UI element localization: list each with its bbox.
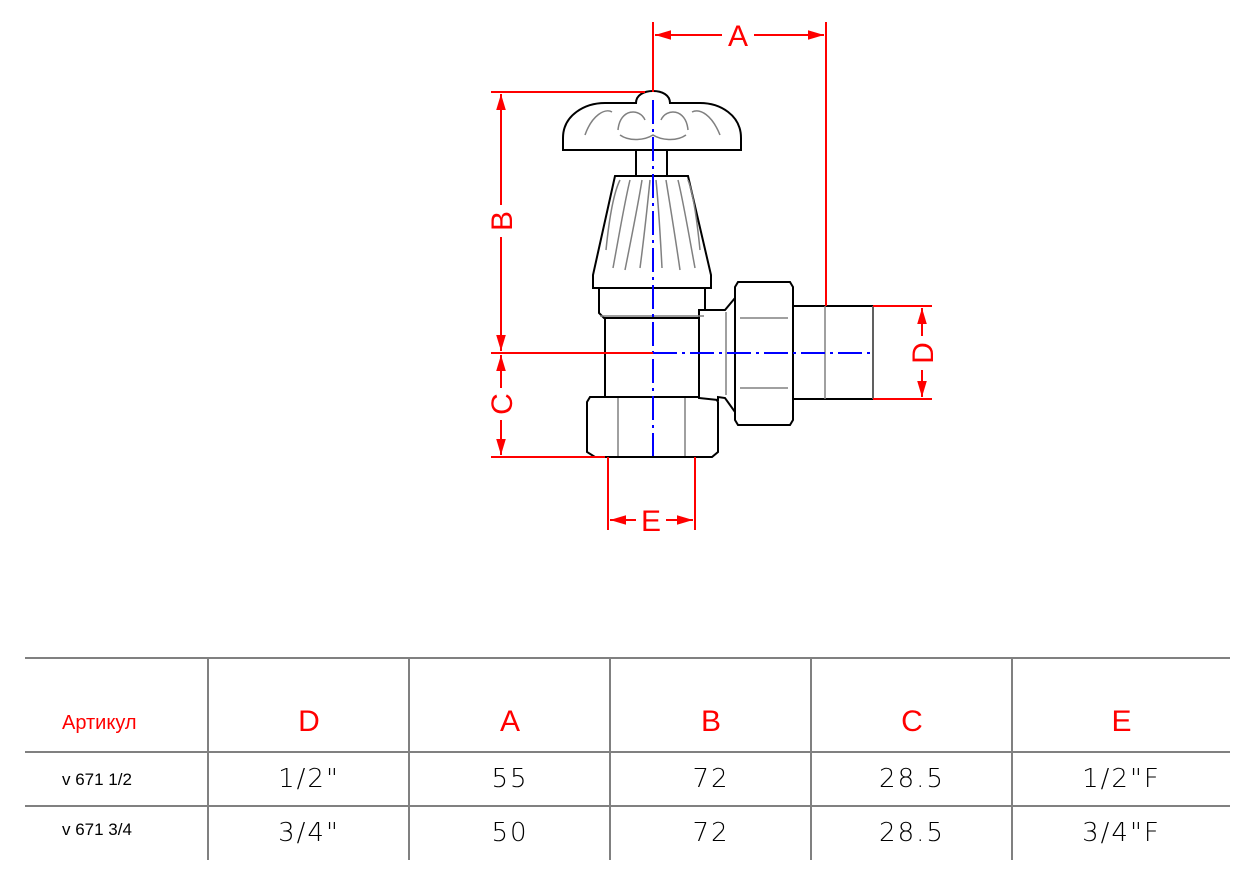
stem <box>635 149 668 177</box>
header-b: B <box>700 705 721 738</box>
e-cell: 1/2"F <box>1082 764 1161 794</box>
b-cell: 72 <box>692 818 730 848</box>
column-divider <box>207 658 209 860</box>
article-cell: v 671 1/2 <box>62 770 132 789</box>
column-divider <box>1011 658 1013 860</box>
a-cell: 50 <box>491 818 529 848</box>
header-article: Артикул <box>62 712 137 734</box>
header-e: E <box>1111 705 1132 738</box>
table-top-border <box>25 657 1230 659</box>
d-cell: 3/4" <box>278 818 340 848</box>
label-a: A <box>728 20 748 53</box>
column-divider <box>810 658 812 860</box>
c-cell: 28.5 <box>879 764 945 794</box>
column-divider <box>609 658 611 860</box>
article-cell: v 671 3/4 <box>62 820 132 839</box>
a-cell: 55 <box>491 764 529 794</box>
d-cell: 1/2" <box>278 764 340 794</box>
b-cell: 72 <box>692 764 730 794</box>
header-c: C <box>901 705 923 738</box>
valve-technical-drawing: A B C D E <box>486 20 940 538</box>
dimension-labels: A B C D E <box>486 20 940 538</box>
centerlines <box>652 100 875 456</box>
table-row-divider <box>25 805 1230 807</box>
e-cell: 3/4"F <box>1082 818 1161 848</box>
header-a: A <box>499 705 520 738</box>
label-d: D <box>907 342 940 364</box>
label-c: C <box>486 393 519 415</box>
header-d: D <box>298 705 320 738</box>
side-neck <box>698 295 736 416</box>
label-b: B <box>486 211 519 231</box>
column-divider <box>408 658 410 860</box>
table-header-divider <box>25 751 1230 753</box>
c-cell: 28.5 <box>879 818 945 848</box>
label-e: E <box>641 505 661 538</box>
